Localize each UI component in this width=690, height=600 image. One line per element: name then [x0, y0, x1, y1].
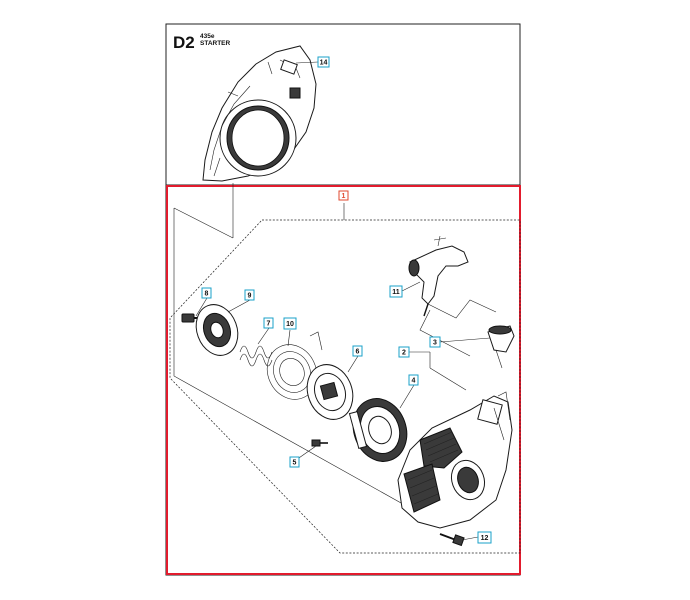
- leader-lines: [195, 281, 491, 541]
- svg-text:2: 2: [402, 350, 406, 357]
- svg-text:6: 6: [356, 349, 360, 356]
- bolt-12-drawing: [439, 533, 465, 547]
- svg-text:12: 12: [481, 535, 489, 542]
- svg-text:9: 9: [248, 293, 252, 300]
- assembly-outline: [169, 219, 521, 554]
- svg-text:4: 4: [412, 378, 416, 385]
- exploded-bracket: [173, 207, 411, 509]
- leader-14: [295, 61, 319, 64]
- svg-text:11: 11: [392, 289, 400, 296]
- callout-8[interactable]: 8: [201, 287, 212, 299]
- coil-spring-10-drawing: [266, 331, 323, 400]
- svg-text:10: 10: [286, 321, 294, 328]
- spring-7-drawing: [239, 345, 273, 367]
- callout-14[interactable]: 14: [317, 56, 330, 68]
- page-code: D2: [173, 33, 195, 52]
- pulley-9-drawing: [195, 304, 239, 356]
- callout-4[interactable]: 4: [408, 374, 419, 386]
- handle-11-drawing: [408, 235, 469, 317]
- fan-housing-drawing: [202, 45, 317, 182]
- svg-text:5: 5: [293, 460, 297, 467]
- callout-2[interactable]: 2: [398, 346, 410, 358]
- callout-7[interactable]: 7: [263, 317, 274, 329]
- svg-text:14: 14: [320, 60, 328, 67]
- svg-text:8: 8: [205, 291, 209, 298]
- rope-guide-3-drawing: [487, 325, 515, 353]
- svg-text:3: 3: [433, 340, 437, 347]
- model-number: 435e: [200, 33, 215, 40]
- callout-9[interactable]: 9: [244, 289, 255, 301]
- pull-rope-drawing: [419, 299, 503, 369]
- svg-text:1: 1: [342, 193, 346, 200]
- pulley-4-drawing: [348, 398, 408, 462]
- screw-5-drawing: [311, 439, 328, 447]
- plate-6-drawing: [306, 364, 354, 420]
- callout-10[interactable]: 10: [283, 317, 297, 330]
- svg-text:7: 7: [267, 321, 271, 328]
- section-title: STARTER: [200, 40, 231, 47]
- callout-6[interactable]: 6: [352, 345, 363, 357]
- starter-housing-drawing: [397, 391, 513, 529]
- callout-3[interactable]: 3: [429, 336, 441, 348]
- callout-1[interactable]: 1: [338, 190, 349, 201]
- callout-5[interactable]: 5: [289, 456, 300, 468]
- callout-12[interactable]: 12: [477, 531, 492, 544]
- callout-11[interactable]: 11: [389, 285, 403, 298]
